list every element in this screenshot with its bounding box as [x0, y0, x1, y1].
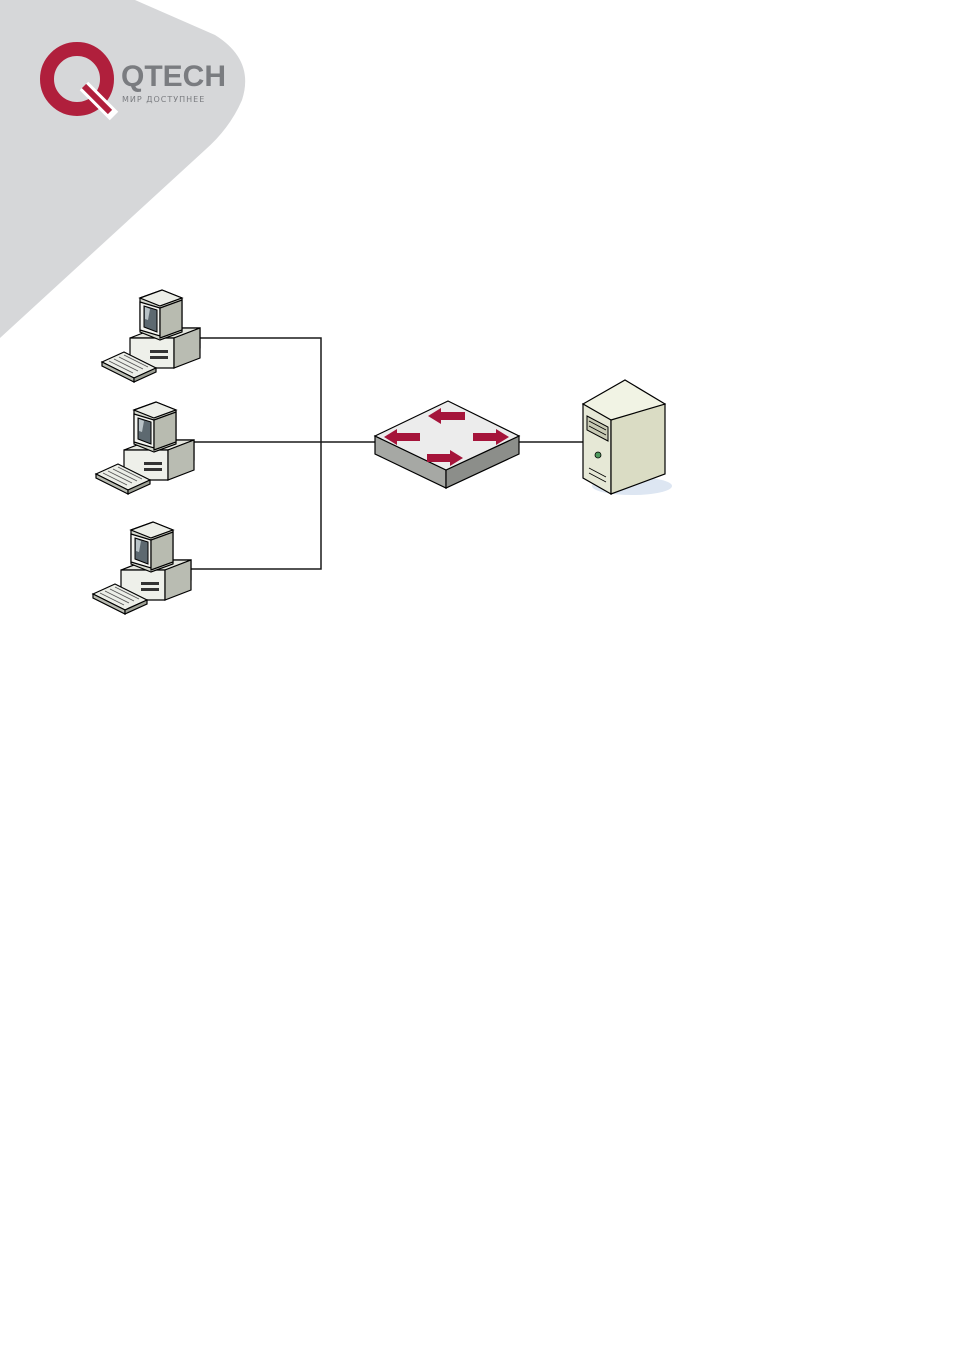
pc-1	[102, 290, 200, 382]
switch-icon	[375, 401, 519, 488]
server-icon	[583, 380, 672, 495]
link-pc-1-switch	[198, 338, 321, 442]
pc-2	[96, 402, 194, 494]
pc-3	[93, 522, 191, 614]
link-pc-3-switch	[189, 442, 321, 569]
